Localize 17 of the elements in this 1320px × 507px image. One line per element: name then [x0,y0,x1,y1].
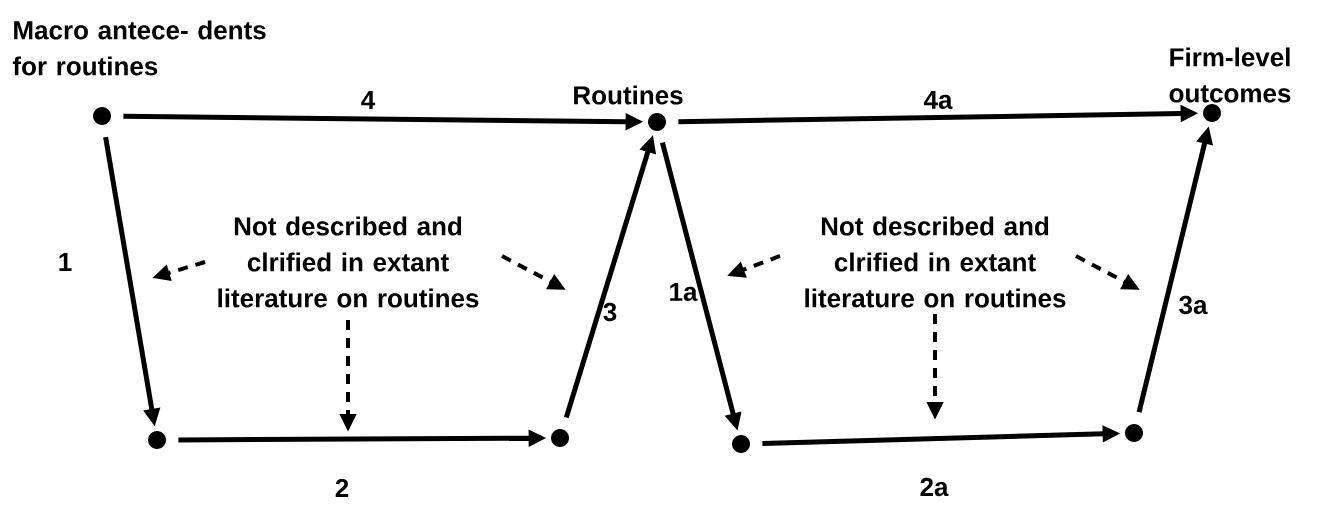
dot [551,429,569,447]
edge-label: 1 [59,253,72,271]
edge-label: 3 [603,302,617,322]
node-label: Routines [574,85,683,105]
edge-label: 1a [670,282,698,302]
node-label: Firm-level outcomes [1169,47,1291,103]
note-text: Not described and clrified in extant literature on routines [218,216,479,308]
node-label: Macro antece- dents for routines [12,20,266,76]
dot [1125,424,1143,442]
dot [148,431,166,449]
edge-label: 4a [923,90,953,110]
note-text: Not described and clrified in extant literature on routines [805,216,1066,308]
edge-label: 2a [920,477,949,497]
edge-label: 4 [361,91,376,109]
edge-label: 2 [335,478,349,498]
edge-label: 3a [1179,295,1208,315]
dot [732,435,750,453]
